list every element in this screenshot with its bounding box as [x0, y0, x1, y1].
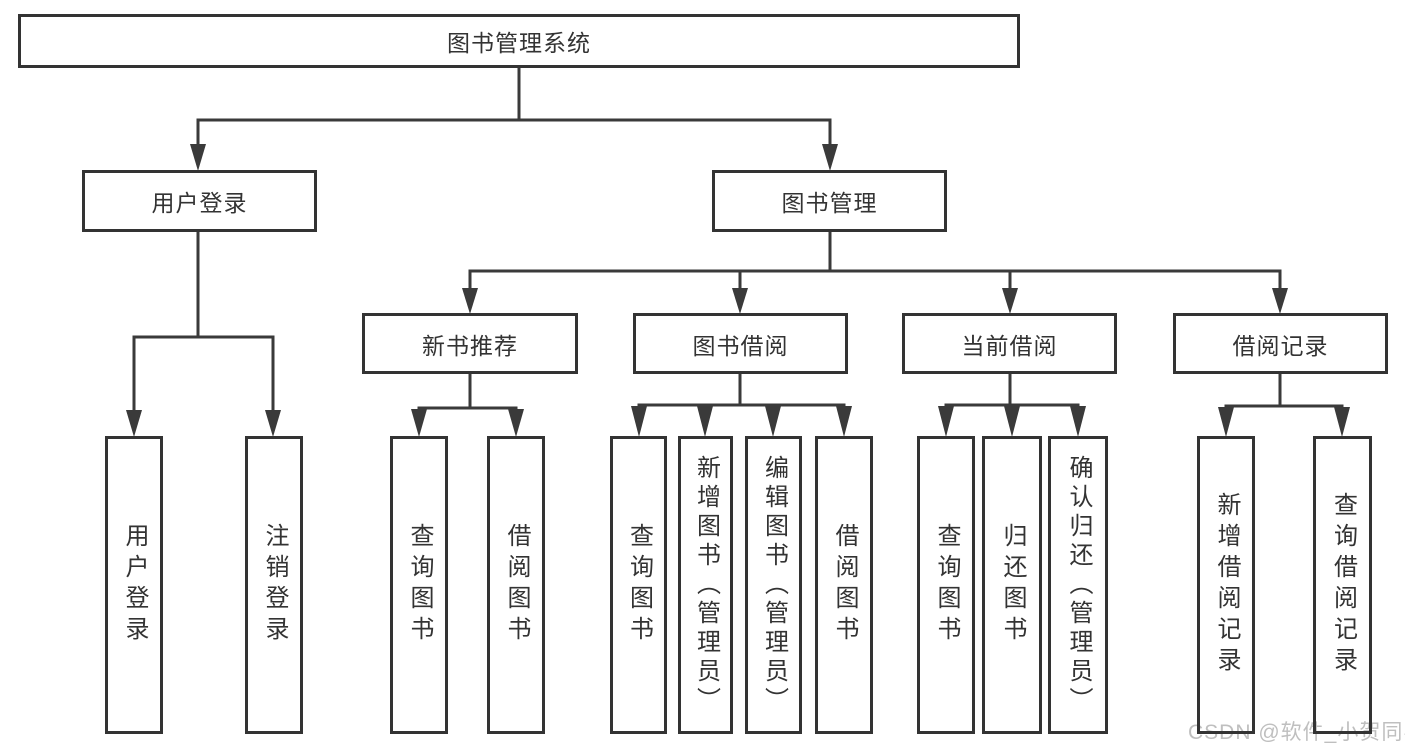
node-add-borrow-record: 新增借阅记录	[1197, 436, 1255, 734]
node-edit-books-admin: 编辑图书（管理员）	[745, 436, 802, 734]
node-user-login-action: 用户登录	[105, 436, 163, 734]
node-new-book-recommend: 新书推荐	[362, 313, 578, 374]
node-user-login: 用户登录	[82, 170, 317, 232]
node-confirm-return-admin: 确认归还（管理员）	[1048, 436, 1108, 734]
node-return-books: 归还图书	[982, 436, 1042, 734]
node-current-borrow: 当前借阅	[902, 313, 1117, 374]
node-query-books-borrow: 查询图书	[610, 436, 667, 734]
node-book-borrow: 图书借阅	[633, 313, 848, 374]
node-borrow-books-recommend: 借阅图书	[487, 436, 545, 734]
node-borrow-records: 借阅记录	[1173, 313, 1388, 374]
csdn-watermark: CSDN @软件_小贺同学	[1188, 721, 1405, 744]
node-book-management: 图书管理	[712, 170, 947, 232]
node-add-books-admin: 新增图书（管理员）	[678, 436, 733, 734]
node-library-system: 图书管理系统	[18, 14, 1020, 68]
node-query-borrow-record: 查询借阅记录	[1313, 436, 1372, 734]
node-query-books-current: 查询图书	[917, 436, 975, 734]
node-logout: 注销登录	[245, 436, 303, 734]
node-borrow-books-borrow: 借阅图书	[815, 436, 873, 734]
node-query-books-recommend: 查询图书	[390, 436, 448, 734]
